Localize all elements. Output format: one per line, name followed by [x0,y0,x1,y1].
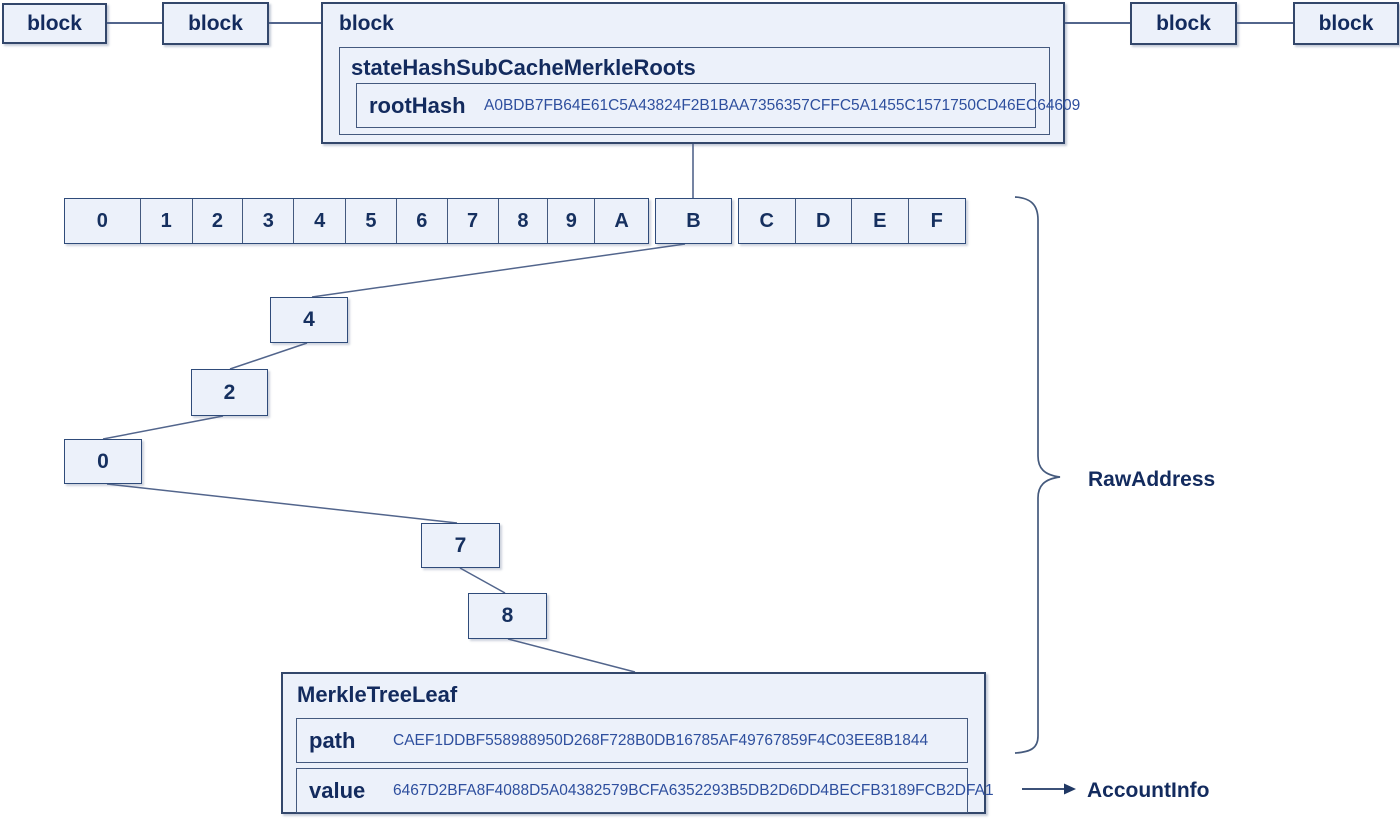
raw-address-label: RawAddress [1088,468,1216,491]
path-value: CAEF1DDBF558988950D268F728B0DB16785AF497… [393,731,929,749]
block-label: block [27,12,82,35]
right-arrow-icon [1064,783,1076,795]
hex-cell-7: 7 [448,199,499,243]
hex-row-group-1: 0 1 2 3 4 5 6 7 8 9 A [64,198,649,244]
hex-cell-c: C [739,199,796,243]
state-hash-group-label: stateHashSubCacheMerkleRoots [351,55,696,80]
hex-cell-b-selected: B [655,198,732,244]
path-label: path [309,727,356,753]
edge-b-to-4 [311,243,686,298]
tree-node-0: 0 [64,439,142,484]
hex-cell-8: 8 [499,199,549,243]
hex-cell-a: A [614,209,629,232]
hex-cell-6: 6 [397,199,448,243]
value-value: 6467D2BFA8F4088D5A04382579BCFA6352293B5D… [393,781,994,799]
value-label: value [309,777,366,803]
block-label: block [1318,12,1374,35]
hex-cell-3: 3 [243,199,295,243]
value-row: value 6467D2BFA8F4088D5A04382579BCFA6352… [296,768,994,813]
tree-node-2: 2 [191,369,268,416]
edge-7-to-8 [459,567,506,594]
hex-row-group-2: C D E F [738,198,966,244]
root-hash-value: A0BDB7FB64E61C5A43824F2B1BAA7356357CFFC5… [484,96,1081,114]
state-hash-group-box: stateHashSubCacheMerkleRoots rootHash A0… [339,47,1080,135]
block-box-1: block [2,3,107,44]
merkle-tree-leaf-label: MerkleTreeLeaf [297,682,458,707]
hex-cell-f: F [930,209,943,232]
hex-cell-1: 1 [141,199,193,243]
hex-cell-2: 2 [193,199,244,243]
hex-cell-9: 9 [548,199,596,243]
hex-cell-0: 0 [65,199,141,243]
tree-node-7: 7 [421,523,500,568]
root-hash-label: rootHash [369,92,466,118]
edge-0-to-7 [106,483,458,524]
root-hash-row: rootHash A0BDB7FB64E61C5A43824F2B1BAA735… [356,83,1080,128]
account-info-label: AccountInfo [1087,779,1210,802]
edge-2-to-0 [102,415,224,440]
edge-4-to-2 [229,342,308,370]
block-box-3: block [1130,2,1237,45]
hex-cell-e: E [852,199,909,243]
raw-address-brace [1014,196,1061,754]
block-label: block [1156,12,1211,35]
block-box-2: block [162,2,269,45]
tree-node-8: 8 [468,593,547,639]
main-block-box: block stateHashSubCacheMerkleRoots rootH… [321,2,1080,144]
path-row: path CAEF1DDBF558988950D268F728B0DB16785… [296,718,968,763]
merkle-tree-leaf-box: MerkleTreeLeaf path CAEF1DDBF558988950D2… [281,672,994,814]
block-box-4: block [1293,2,1399,45]
hex-cell-d: D [796,199,852,243]
main-block-label: block [339,12,394,35]
hex-cell-5: 5 [346,199,397,243]
edge-8-to-leaf [507,638,636,673]
account-info-arrow [1022,783,1076,795]
tree-node-4: 4 [270,297,348,343]
block-label: block [188,12,243,35]
hex-cell-4: 4 [294,199,347,243]
